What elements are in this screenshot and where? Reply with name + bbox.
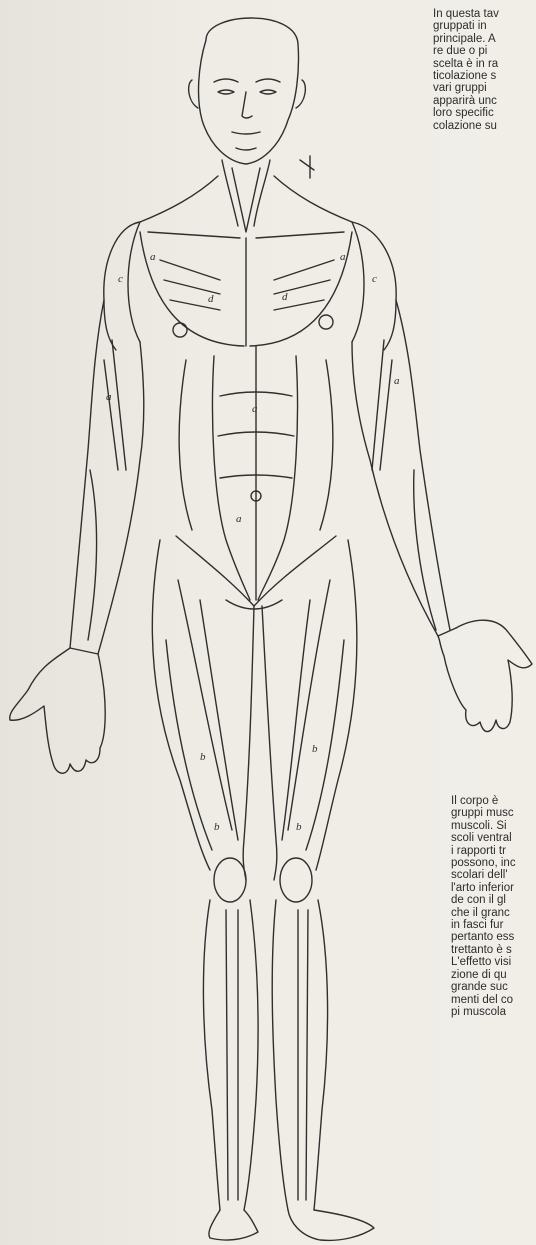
figure-label: a xyxy=(340,251,346,263)
figure-label: a xyxy=(252,403,258,415)
left-leg xyxy=(152,540,258,1240)
figure-label: b xyxy=(200,751,206,763)
figure-label: c xyxy=(118,273,123,285)
figure-label: c xyxy=(372,273,377,285)
figure-label: d xyxy=(282,291,288,303)
shoulders xyxy=(104,222,396,350)
figure-label: a xyxy=(106,391,112,403)
right-hand xyxy=(438,620,532,731)
chest xyxy=(140,232,352,346)
left-arm xyxy=(70,300,144,654)
left-hand xyxy=(10,648,105,773)
neck xyxy=(140,156,352,232)
right-arm xyxy=(352,300,456,636)
figure-label: b xyxy=(214,821,220,833)
head xyxy=(189,18,306,164)
figure-label: a xyxy=(394,375,400,387)
figure-label: a xyxy=(236,513,242,525)
figure-label: a xyxy=(150,251,156,263)
figure-label: b xyxy=(296,821,302,833)
right-leg xyxy=(262,540,374,1240)
abdomen xyxy=(179,346,333,600)
figure-label: b xyxy=(312,743,318,755)
figure-label: d xyxy=(208,293,214,305)
